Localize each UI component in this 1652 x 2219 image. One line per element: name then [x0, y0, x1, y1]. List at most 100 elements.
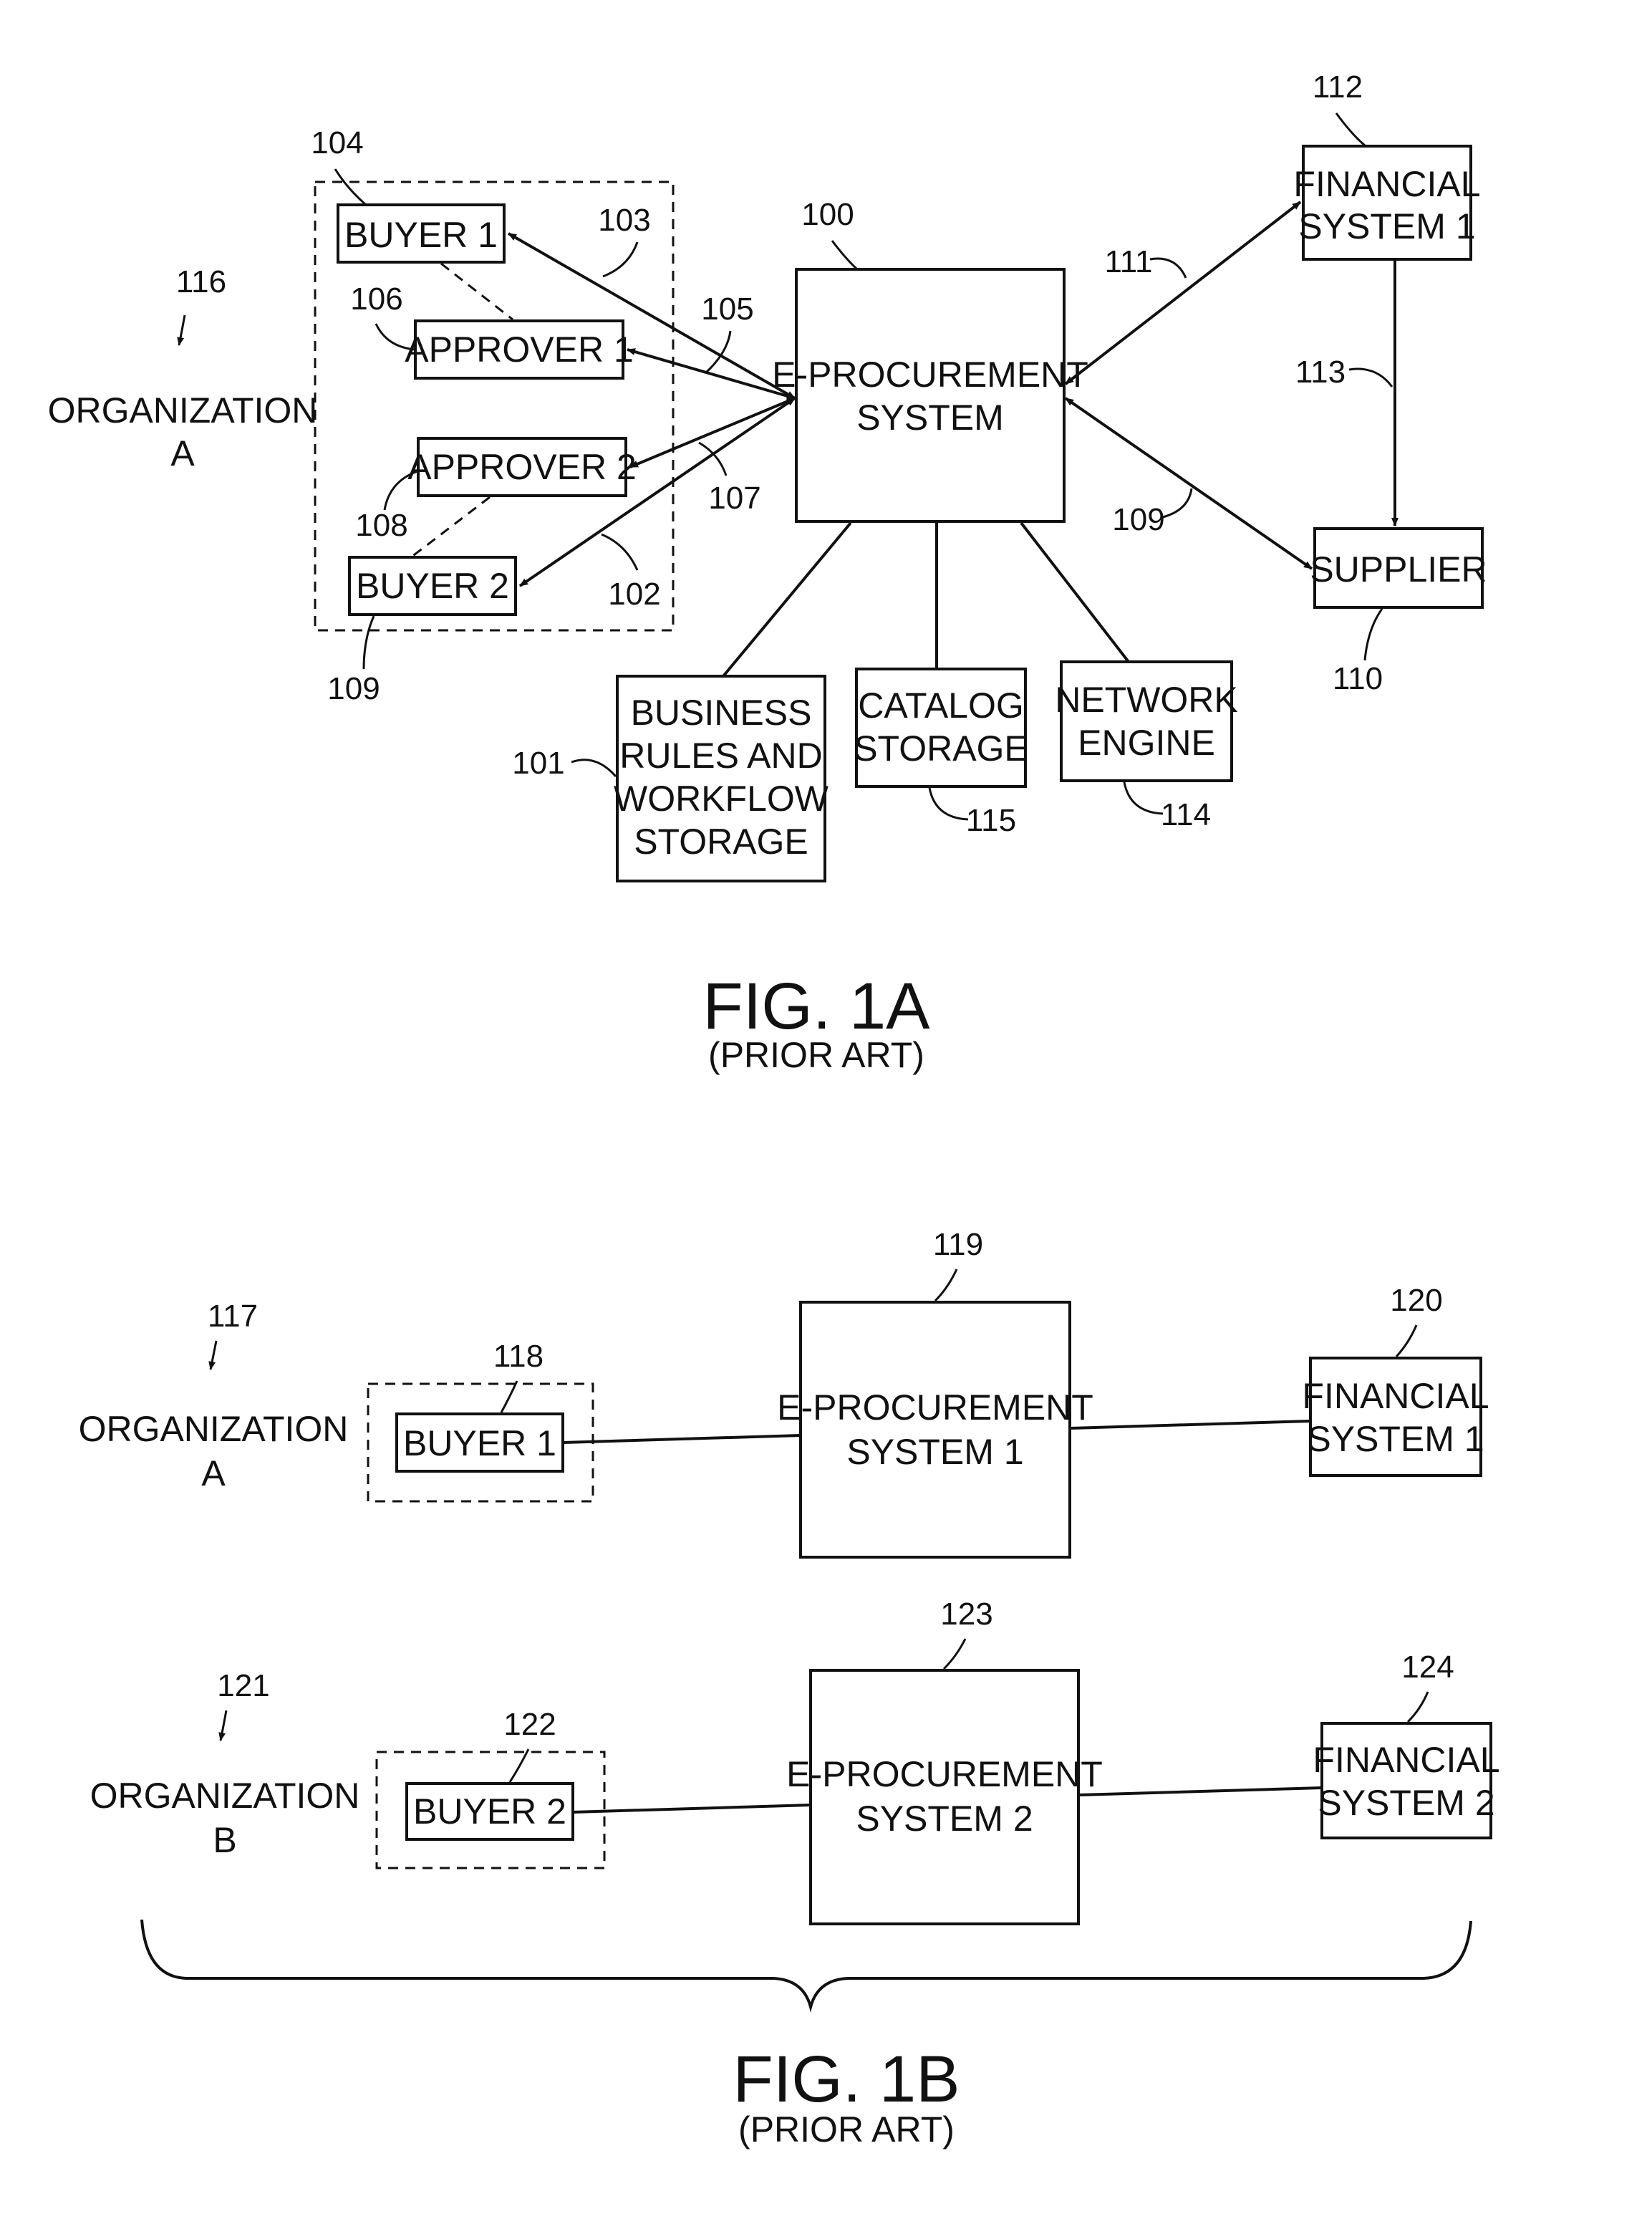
fig-1a: 116 ORGANIZATION A BUYER 1 104 APPROVER … — [48, 69, 1487, 1075]
ref-117-arrow — [211, 1341, 216, 1370]
eprocurement-box — [796, 269, 1064, 521]
organization-a-line1: ORGANIZATION — [48, 390, 318, 430]
eproc-1-line1: E-PROCUREMENT — [777, 1387, 1093, 1428]
link-buyer1-eproc1 — [563, 1435, 801, 1443]
link-eproc-approver1 — [627, 350, 795, 398]
ref-109-supplier-leader — [1163, 488, 1192, 517]
ref-124: 124 — [1401, 1650, 1454, 1685]
network-engine-line2: ENGINE — [1078, 723, 1215, 763]
ref-122: 122 — [503, 1707, 556, 1742]
link-eproc2-financial2 — [1078, 1788, 1322, 1795]
ref-117: 117 — [208, 1299, 258, 1334]
fig1b-buyer-1-label: BUYER 1 — [403, 1423, 556, 1463]
eprocurement-line1: E-PROCUREMENT — [772, 355, 1088, 395]
ref-104: 104 — [311, 125, 363, 160]
eproc-2-line1: E-PROCUREMENT — [786, 1754, 1103, 1794]
org-a-line2: A — [201, 1453, 226, 1493]
ref-101: 101 — [512, 746, 564, 781]
organization-a-line2: A — [170, 433, 195, 473]
ref-118: 118 — [493, 1339, 544, 1374]
ref-102-leader — [602, 534, 637, 570]
link-eproc-supplier — [1066, 398, 1312, 569]
catalog-storage-line2: STORAGE — [854, 728, 1028, 769]
ref-112: 112 — [1313, 69, 1363, 105]
ref-123-leader — [944, 1639, 965, 1669]
financial-system-1-line2: SYSTEM 1 — [1298, 206, 1475, 246]
approver2-buyer2-dashed — [411, 497, 490, 557]
approver-2-label: APPROVER 2 — [407, 447, 637, 487]
ref-107: 107 — [708, 481, 760, 516]
ref-119-leader — [935, 1269, 957, 1301]
financial-2-line1: FINANCIAL — [1313, 1740, 1499, 1780]
business-rules-line4: STORAGE — [634, 822, 808, 862]
org-b-line2: B — [213, 1820, 236, 1860]
fig-1b-subcaption: (PRIOR ART) — [738, 2109, 955, 2150]
ref-118-leader — [501, 1381, 517, 1412]
ref-105-leader — [706, 331, 730, 372]
ref-116-arrow — [179, 315, 185, 345]
link-eproc-approver2 — [630, 398, 795, 467]
ref-120-leader — [1396, 1325, 1416, 1357]
grouping-brace — [142, 1920, 1471, 2007]
ref-120: 120 — [1390, 1283, 1442, 1318]
catalog-storage-line1: CATALOG — [858, 685, 1024, 726]
ref-100-leader — [832, 241, 856, 269]
eproc-2-box — [811, 1670, 1078, 1924]
business-rules-line3: WORKFLOW — [614, 779, 829, 819]
eprocurement-line2: SYSTEM — [856, 398, 1004, 438]
org-b-line1: ORGANIZATION — [90, 1776, 360, 1816]
ref-105: 105 — [701, 292, 753, 327]
ref-111-leader — [1150, 259, 1186, 278]
ref-119: 119 — [933, 1227, 983, 1262]
ref-121-arrow — [221, 1710, 226, 1741]
ref-115-leader — [929, 788, 968, 819]
fig-1b-caption: FIG. 1B — [733, 2043, 960, 2116]
ref-100: 100 — [801, 197, 854, 232]
ref-103-leader — [603, 242, 637, 276]
ref-116: 116 — [176, 264, 226, 299]
ref-123: 123 — [940, 1597, 992, 1632]
ref-103: 103 — [598, 203, 650, 238]
financial-system-1-line1: FINANCIAL — [1293, 164, 1480, 204]
eproc-1-box — [801, 1302, 1070, 1557]
fig1b-financial-1-line1: FINANCIAL — [1302, 1376, 1489, 1416]
buyer-2-label: BUYER 2 — [356, 566, 509, 606]
ref-111: 111 — [1105, 244, 1153, 279]
ref-114-leader — [1124, 782, 1163, 814]
fig-1a-subcaption: (PRIOR ART) — [708, 1035, 924, 1075]
ref-115: 115 — [966, 803, 1016, 838]
ref-124-leader — [1408, 1692, 1428, 1722]
supplier-label: SUPPLIER — [1310, 549, 1487, 589]
ref-101-leader — [571, 760, 616, 776]
business-rules-line2: RULES AND — [619, 736, 822, 776]
network-engine-line1: NETWORK — [1055, 680, 1238, 720]
ref-121: 121 — [217, 1668, 269, 1703]
ref-110: 110 — [1333, 661, 1383, 696]
ref-109-buyer2: 109 — [327, 671, 380, 706]
link-eproc1-financial1 — [1070, 1421, 1310, 1428]
org-a-line1: ORGANIZATION — [79, 1409, 349, 1449]
ref-113-leader — [1349, 369, 1392, 387]
fig-1a-caption: FIG. 1A — [703, 970, 931, 1043]
ref-113: 113 — [1295, 355, 1346, 390]
ref-106: 106 — [350, 281, 402, 317]
ref-122-leader — [510, 1749, 528, 1782]
buyer1-approver1-dashed — [441, 264, 513, 319]
eproc-1-line2: SYSTEM 1 — [846, 1432, 1023, 1472]
link-eproc-financial — [1066, 202, 1300, 384]
link-eproc-network — [1021, 523, 1129, 662]
fig-1b: 117 ORGANIZATION A BUYER 1 118 E-PROCURE… — [79, 1227, 1500, 2150]
ref-102: 102 — [608, 577, 660, 612]
ref-109-supplier: 109 — [1112, 502, 1164, 537]
link-buyer2-eproc2 — [573, 1805, 811, 1812]
link-eproc-business-rules — [723, 523, 851, 676]
ref-110-leader — [1365, 609, 1382, 660]
ref-114: 114 — [1161, 797, 1211, 832]
eproc-2-line2: SYSTEM 2 — [856, 1799, 1033, 1839]
ref-104-leader — [335, 169, 365, 204]
fig1b-buyer-2-label: BUYER 2 — [413, 1791, 566, 1831]
ref-108: 108 — [355, 508, 407, 543]
financial-2-line2: SYSTEM 2 — [1318, 1783, 1494, 1823]
business-rules-line1: BUSINESS — [631, 693, 812, 733]
